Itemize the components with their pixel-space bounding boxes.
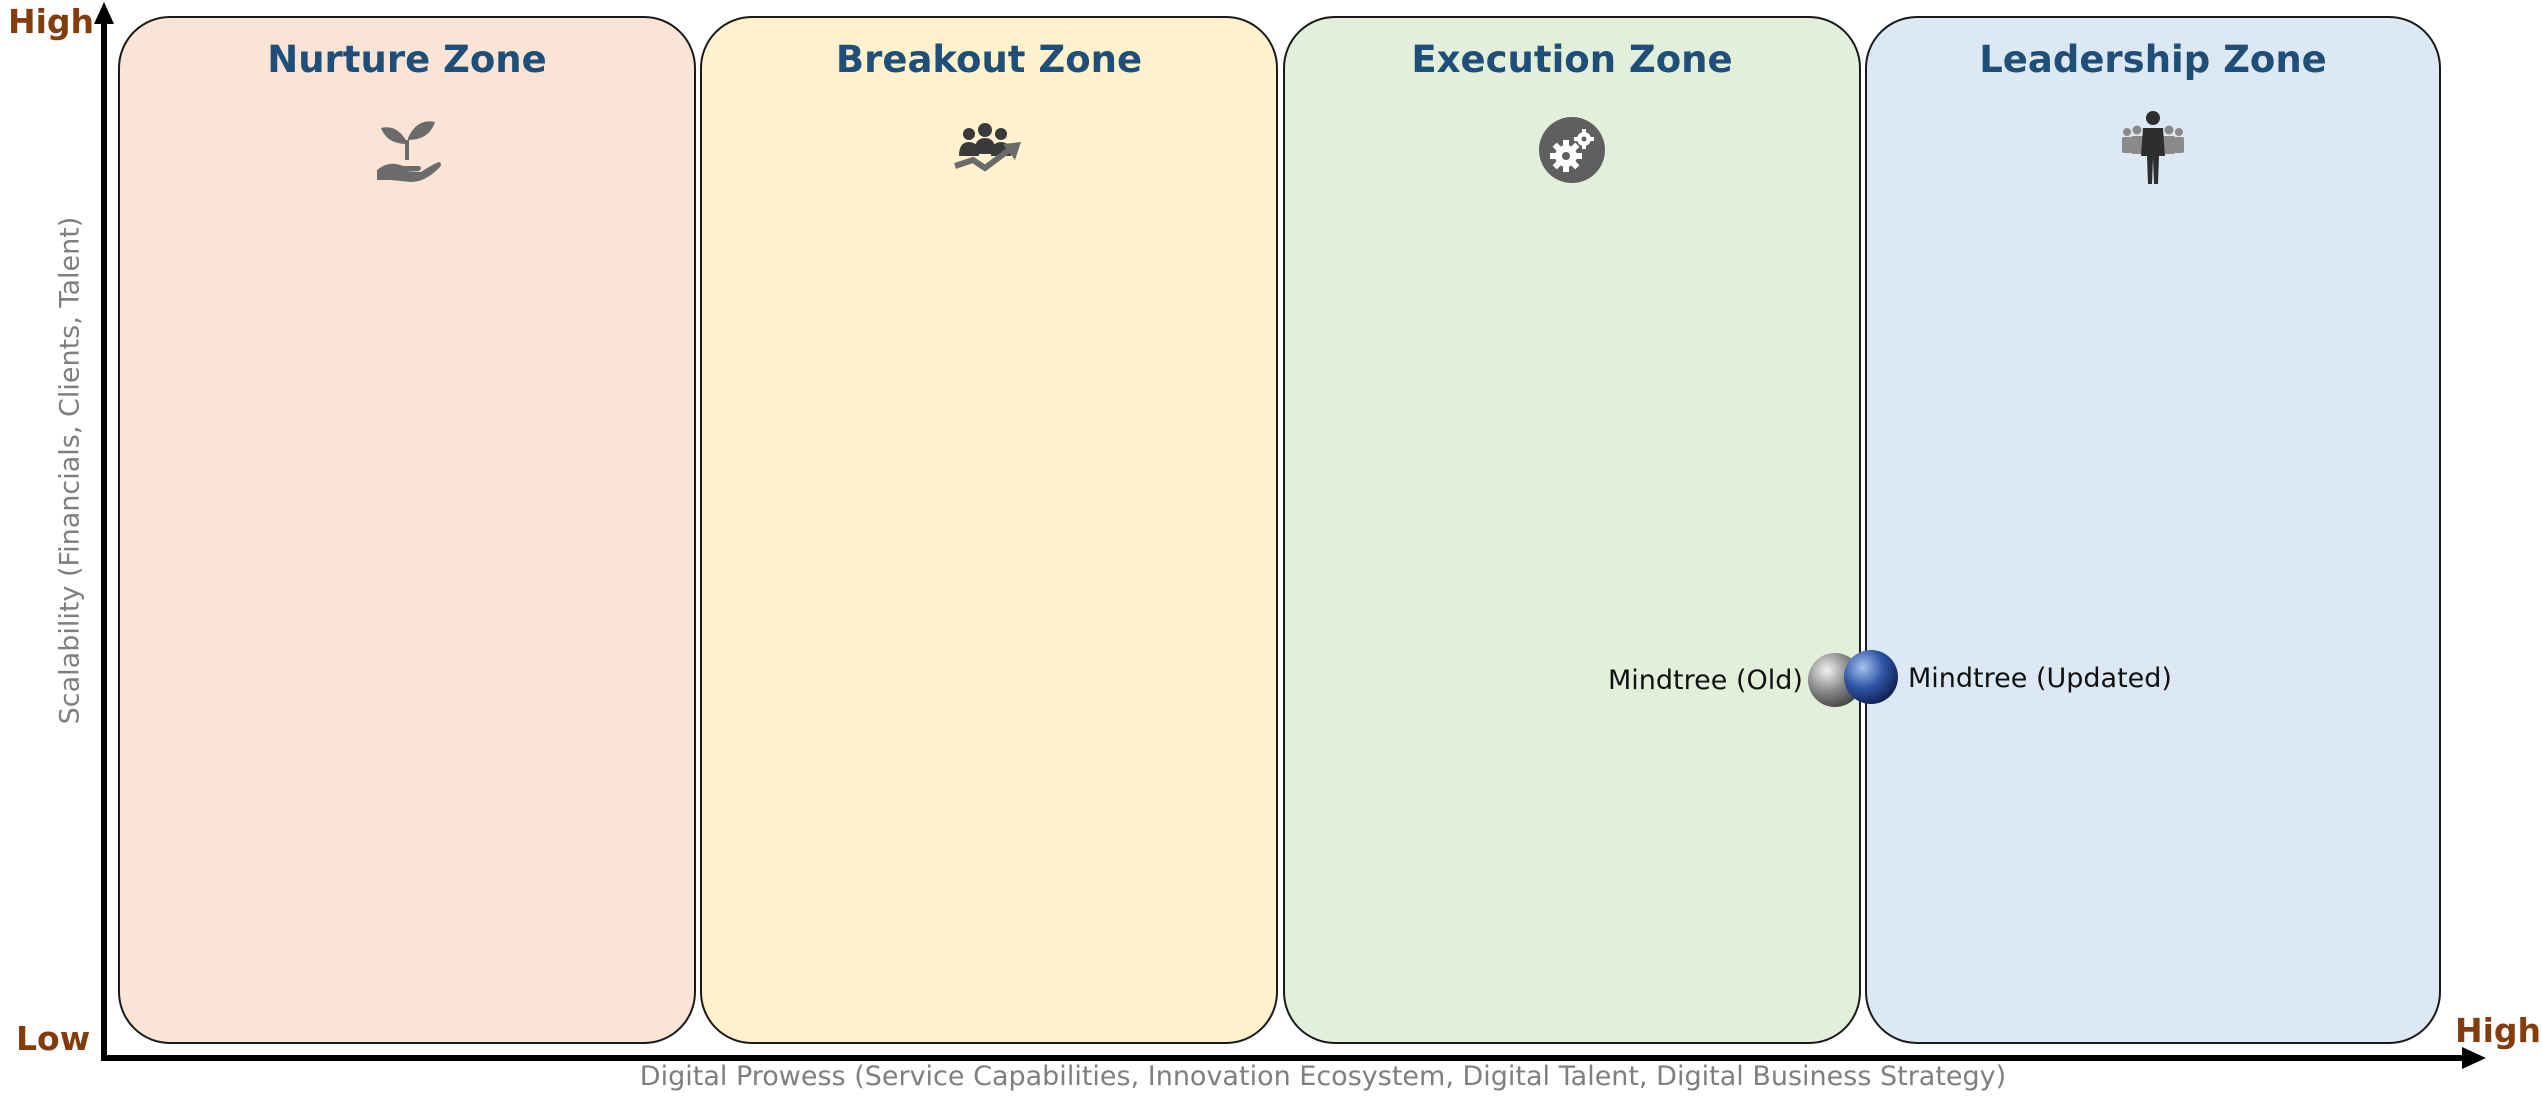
breakout-zone: Breakout Zone: [700, 16, 1278, 1044]
leader-team-icon: [2122, 111, 2184, 184]
y-axis-high-label: High: [8, 2, 95, 41]
zone-title-nurture: Nurture Zone: [267, 38, 547, 81]
execution-zone: Execution Zone: [1283, 16, 1861, 1044]
y-axis-arrowhead: [94, 2, 114, 24]
nurture-zone: Nurture Zone: [118, 16, 696, 1044]
gears-icon: [1539, 117, 1605, 183]
x-axis-high-label: High: [2455, 1011, 2542, 1050]
zone-title-leadership: Leadership Zone: [1979, 38, 2327, 81]
x-axis-title: Digital Prowess (Service Capabilities, I…: [639, 1061, 2007, 1092]
x-axis-arrowhead: [2462, 1047, 2486, 1069]
y-axis-title: Scalability (Financials, Clients, Talent…: [54, 216, 86, 725]
zone-title-breakout: Breakout Zone: [835, 38, 1143, 81]
hand-plant-icon: [377, 121, 441, 182]
point-mindtree-updated: [1844, 650, 1898, 704]
point-label-mindtree-updated: Mindtree (Updated): [1908, 663, 2172, 694]
point-label-mindtree-old: Mindtree (Old): [1608, 665, 1803, 696]
zone-title-execution: Execution Zone: [1411, 38, 1733, 81]
y-axis-low-label: Low: [16, 1019, 91, 1058]
group-growth-icon: [954, 123, 1021, 172]
leadership-zone: Leadership Zone: [1865, 16, 2441, 1044]
